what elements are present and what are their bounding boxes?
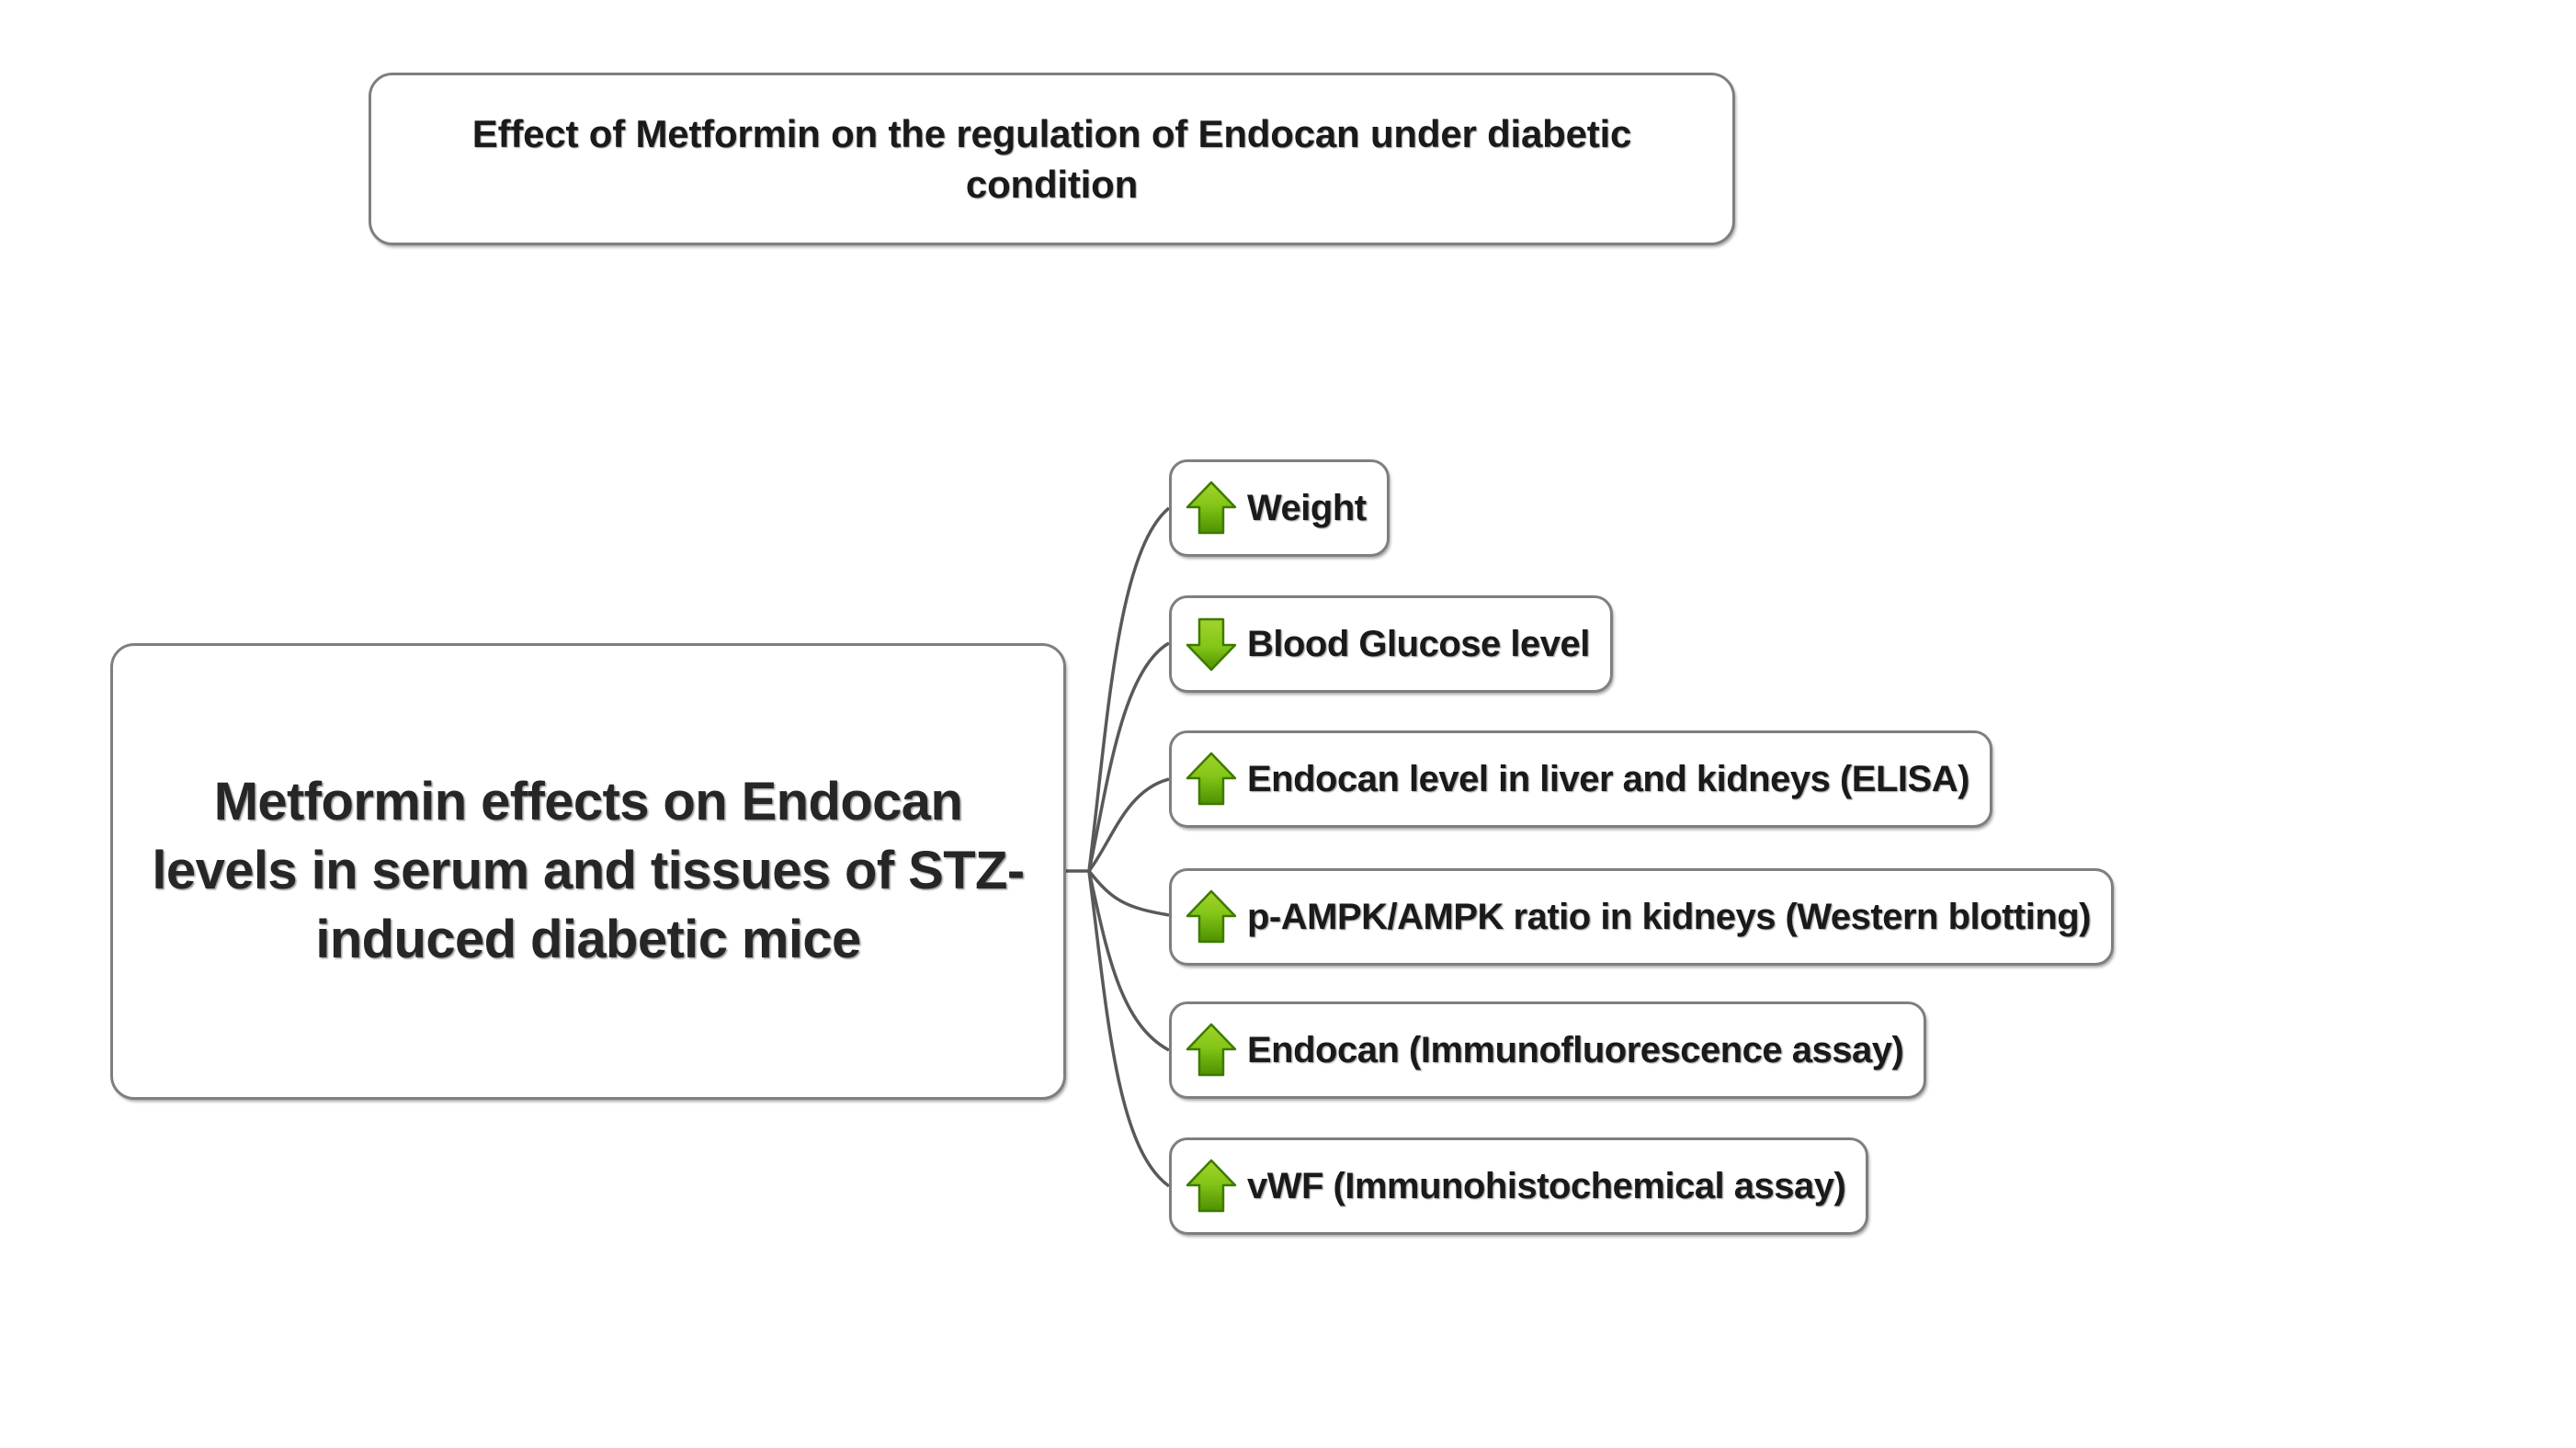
branch-label: Blood Glucose level — [1247, 623, 1590, 664]
title-text: Effect of Metformin on the regulation of… — [471, 111, 1632, 206]
branch-node-pampk-ratio: p-AMPK/AMPK ratio in kidneys (Western bl… — [1169, 868, 2115, 966]
central-node-text: Metformin effects on Endocan levels in s… — [152, 772, 1025, 969]
branch-node-endocan-elisa: Endocan level in liver and kidneys (ELIS… — [1169, 730, 1992, 828]
branch-node-vwf-ihc: vWF (Immunohistochemical assay) — [1169, 1137, 1869, 1235]
branch-label: Endocan level in liver and kidneys (ELIS… — [1247, 758, 1969, 799]
branch-node-weight: Weight — [1169, 459, 1390, 557]
branch-label: Endocan (Immunofluorescence assay) — [1247, 1029, 1904, 1070]
arrow-up-icon — [1186, 752, 1237, 806]
arrow-up-icon — [1186, 481, 1237, 535]
arrow-down-icon — [1186, 617, 1237, 672]
branch-node-endocan-if: Endocan (Immunofluorescence assay) — [1169, 1001, 1927, 1099]
arrow-up-icon — [1186, 889, 1237, 944]
title-box: Effect of Metformin on the regulation of… — [369, 73, 1735, 245]
arrow-up-icon — [1186, 1159, 1237, 1213]
branch-label: p-AMPK/AMPK ratio in kidneys (Western bl… — [1247, 896, 2092, 937]
central-node: Metformin effects on Endocan levels in s… — [110, 643, 1066, 1100]
branch-label: Weight — [1247, 487, 1367, 528]
arrow-up-icon — [1186, 1023, 1237, 1077]
branch-label: vWF (Immunohistochemical assay) — [1247, 1165, 1846, 1206]
branch-node-blood-glucose: Blood Glucose level — [1169, 595, 1613, 693]
